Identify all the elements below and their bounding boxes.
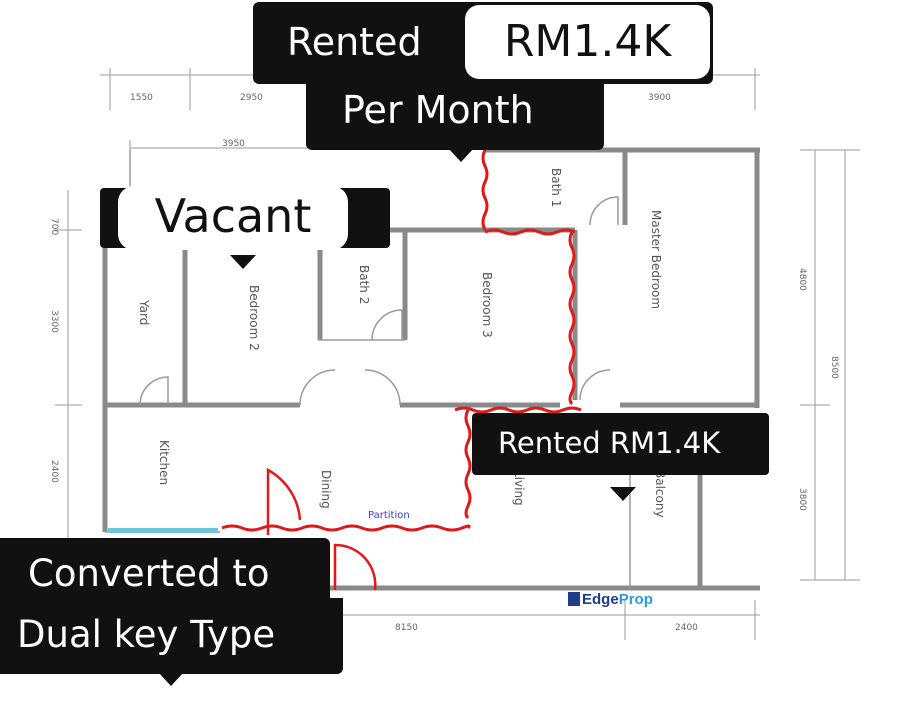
- callout-rented-right: [472, 413, 769, 475]
- dim-right-3800: 3800: [797, 488, 807, 511]
- brand-prop: Prop: [618, 591, 653, 608]
- room-bath-2: Bath 2: [357, 265, 371, 304]
- callout-vacant-label: Vacant: [118, 186, 348, 250]
- bottom-dimension-lines: [330, 600, 760, 640]
- room-bedroom-2: Bedroom 2: [247, 285, 261, 351]
- callout-bottom-pointer: [158, 672, 184, 686]
- brand-edge: Edge: [582, 591, 619, 608]
- edgeprop-watermark: EdgeProp: [568, 591, 653, 608]
- callout-bottom-line1: Converted to: [28, 552, 270, 595]
- room-yard: Yard: [137, 299, 151, 325]
- dim-top-1550: 1550: [130, 93, 153, 103]
- room-kitchen: Kitchen: [157, 440, 171, 485]
- room-bedroom-3: Bedroom 3: [480, 272, 494, 338]
- dim-right-8500: 8500: [829, 356, 839, 379]
- dim-top-3900: 3900: [648, 93, 671, 103]
- window-strip: [108, 528, 218, 533]
- dim-top-3950: 3950: [222, 139, 245, 149]
- dim-bottom-8150: 8150: [395, 623, 418, 633]
- room-living: Living: [512, 470, 526, 506]
- callout-vacant-pointer: [230, 255, 256, 269]
- room-balcony: Balcony: [653, 470, 667, 518]
- callout-dual-key: [0, 538, 330, 600]
- callout-right-text: Rented RM1.4K: [498, 426, 721, 460]
- callout-top-badge: RM1.4K: [465, 5, 710, 79]
- room-dining: Dining: [319, 470, 333, 509]
- partition-lines: [221, 149, 582, 591]
- door-swings: [139, 196, 619, 406]
- callout-per-month-box: [306, 80, 604, 150]
- dim-left-2400: 2400: [49, 460, 59, 483]
- callout-dual-key-lower: [0, 598, 343, 674]
- room-bath-1: Bath 1: [549, 168, 563, 207]
- callout-right-pointer: [610, 487, 636, 501]
- callout-top-pointer: [448, 148, 474, 162]
- callout-top-line2: Per Month: [342, 88, 534, 132]
- callout-bottom-line2: Dual key Type: [17, 613, 276, 656]
- room-master-bedroom: Master Bedroom: [649, 210, 663, 309]
- dim-top-2950: 2950: [240, 93, 263, 103]
- callout-top-text: Rented: [287, 20, 422, 64]
- dim-bottom-2400: 2400: [675, 623, 698, 633]
- dim-left-700: 700: [49, 218, 59, 235]
- partition-label: Partition: [368, 510, 410, 521]
- right-dimension-lines: [800, 149, 860, 581]
- edgeprop-logo-icon: [568, 592, 580, 606]
- dim-right-4800: 4800: [797, 268, 807, 291]
- dim-left-3300: 3300: [49, 310, 59, 333]
- left-dimension-lines: [55, 190, 82, 541]
